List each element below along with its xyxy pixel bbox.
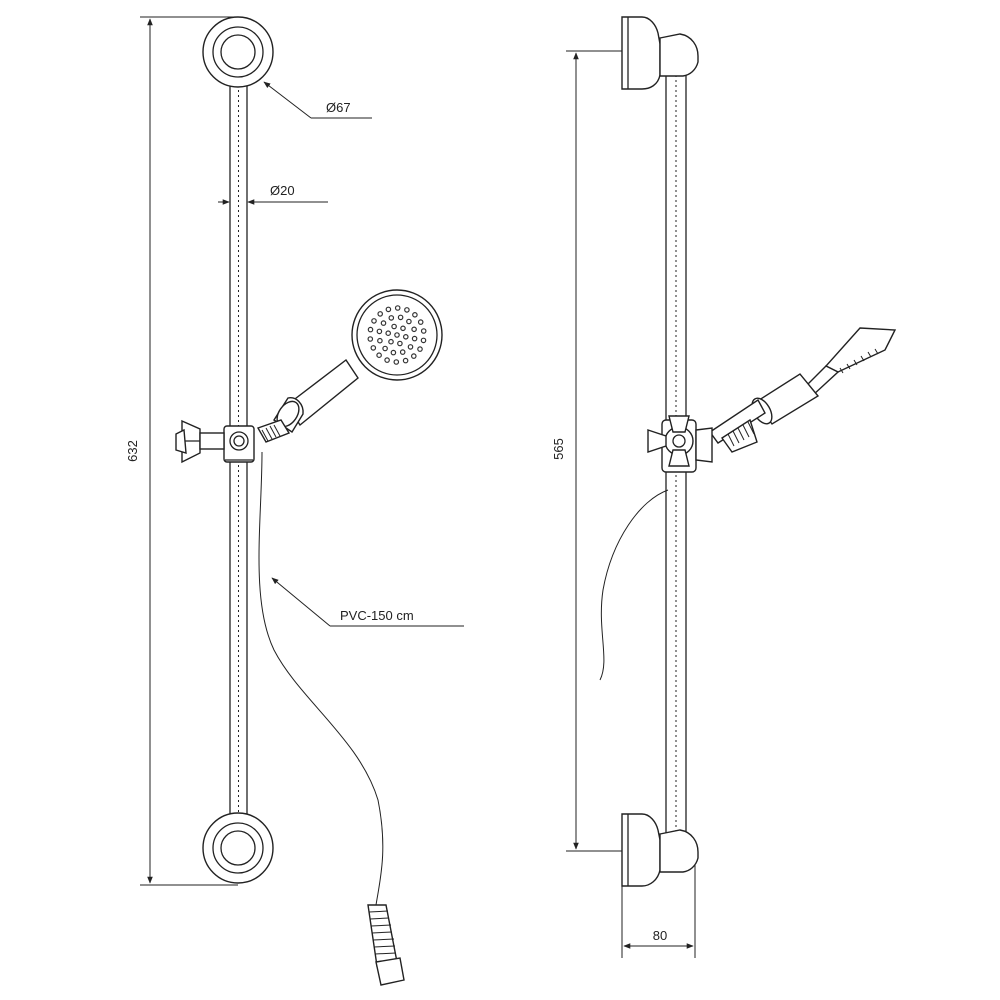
nozzle-hole xyxy=(394,332,400,338)
nozzle-hole xyxy=(399,349,406,355)
nozzle-hole xyxy=(420,337,427,344)
side-height-label: 565 xyxy=(551,438,566,460)
side-slider-bracket xyxy=(647,415,713,473)
nozzle-hole xyxy=(388,338,394,345)
nozzle-hole xyxy=(382,345,388,352)
front-height-label: 632 xyxy=(125,440,140,462)
side-height-dimension: 565 xyxy=(551,50,626,852)
flange-diameter-label: Ø67 xyxy=(326,100,351,115)
nozzle-hole xyxy=(367,326,374,333)
hose-label: PVC-150 cm xyxy=(340,608,414,623)
nozzle-hole xyxy=(397,340,403,347)
nozzle-hole xyxy=(377,311,384,317)
hose-callout: PVC-150 cm xyxy=(271,577,464,627)
nozzle-hole xyxy=(402,333,409,340)
side-shower-head xyxy=(709,327,897,453)
front-height-dimension: 632 xyxy=(125,16,238,886)
nozzle-hole xyxy=(377,337,383,344)
rail-diameter-callout: Ø20 xyxy=(218,183,328,205)
side-depth-label: 80 xyxy=(653,928,667,943)
nozzle-hole xyxy=(376,328,383,335)
side-view: 565 80 xyxy=(551,16,897,958)
nozzle-hole xyxy=(394,305,401,311)
front-slider-bracket xyxy=(223,425,255,463)
front-top-flange xyxy=(202,16,274,88)
nozzle-hole xyxy=(385,306,392,313)
nozzle-hole xyxy=(412,311,418,318)
nozzle-hole xyxy=(385,330,392,337)
side-bottom-bracket xyxy=(621,813,699,887)
nozzle-hole xyxy=(390,349,397,356)
nozzle-hole xyxy=(410,353,417,359)
side-depth-dimension: 80 xyxy=(621,860,696,958)
nozzle-hole xyxy=(376,352,382,359)
nozzle-hole xyxy=(400,325,406,332)
flange-diameter-callout: Ø67 xyxy=(263,81,372,119)
nozzle-hole xyxy=(393,359,400,365)
nozzle-hole xyxy=(404,307,410,313)
nozzle-hole xyxy=(397,314,404,321)
front-cross-knob xyxy=(175,419,225,464)
nozzle-hole xyxy=(420,328,427,334)
nozzle-hole xyxy=(402,357,409,364)
front-view: 632 Ø67 Ø20 xyxy=(125,16,464,986)
front-shower-head xyxy=(351,289,443,381)
nozzle-hole xyxy=(417,346,423,352)
front-hose xyxy=(258,451,384,906)
side-top-bracket xyxy=(621,16,699,90)
handshower-handle xyxy=(256,358,359,443)
nozzle-hole xyxy=(367,336,374,342)
front-bottom-flange xyxy=(202,812,274,884)
nozzle-hole xyxy=(370,345,377,351)
rail-diameter-label: Ø20 xyxy=(270,183,295,198)
side-hose xyxy=(599,489,669,681)
hose-end-fitting xyxy=(367,904,405,986)
nozzle-hole xyxy=(406,318,412,325)
nozzle-hole xyxy=(411,326,417,333)
nozzle-hole xyxy=(371,318,377,324)
nozzle-hole xyxy=(384,357,390,363)
nozzle-hole xyxy=(391,323,397,330)
nozzle-hole xyxy=(380,320,387,326)
nozzle-hole xyxy=(407,344,414,350)
nozzle-hole xyxy=(388,315,395,321)
nozzle-hole xyxy=(411,335,418,342)
nozzle-hole xyxy=(417,319,424,325)
